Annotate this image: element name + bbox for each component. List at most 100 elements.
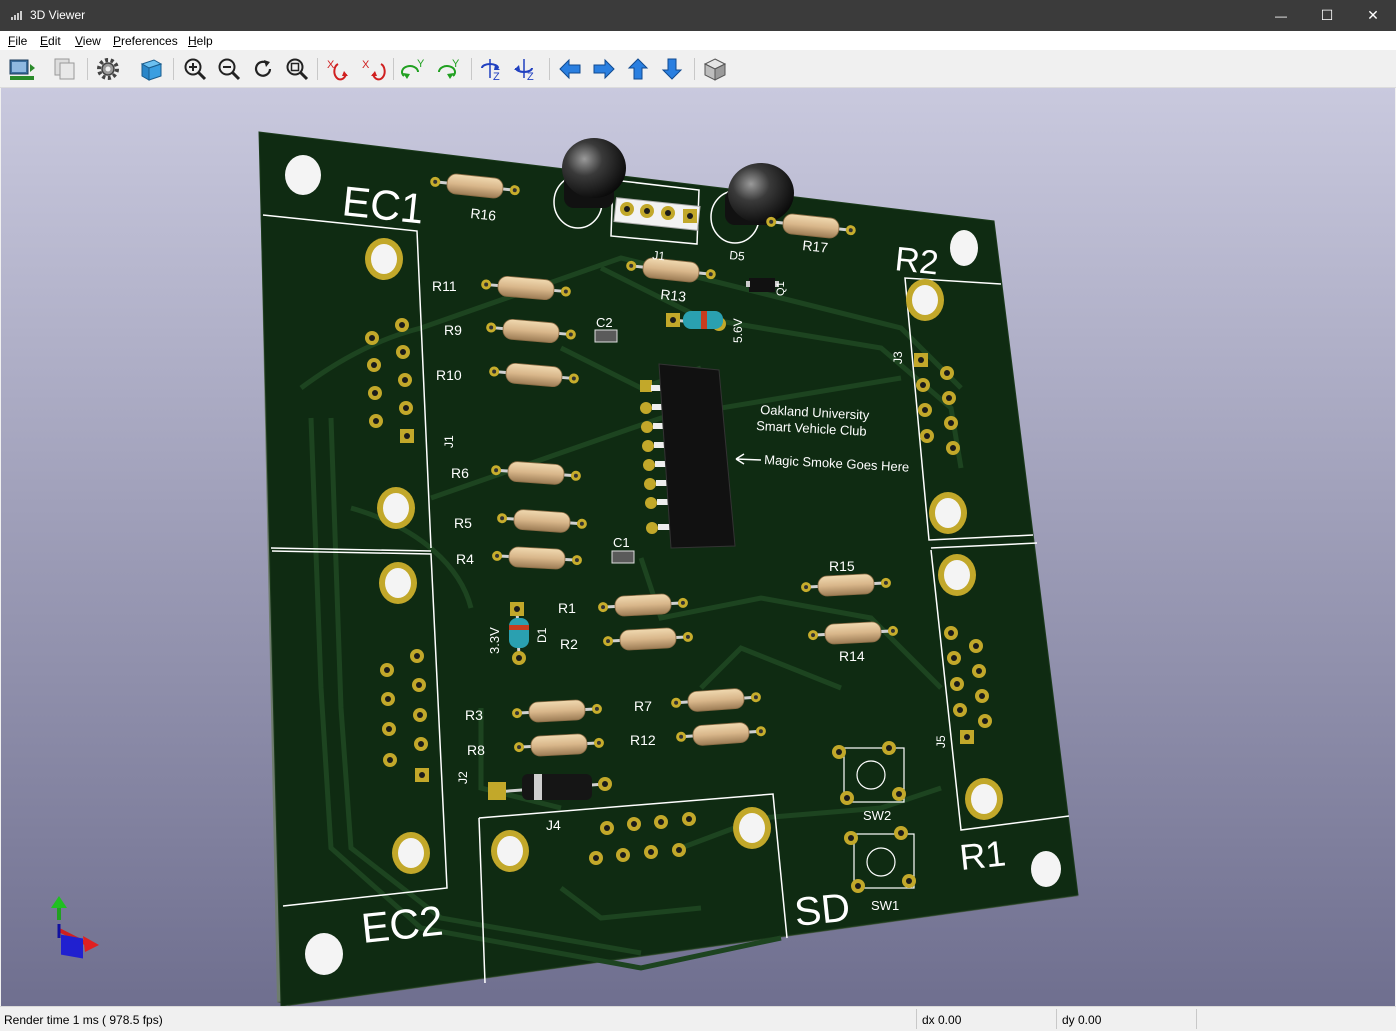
rotate-x-counterclockwise-icon: X bbox=[362, 59, 386, 81]
svg-text:R1: R1 bbox=[558, 600, 576, 616]
svg-text:3.3V: 3.3V bbox=[487, 627, 502, 654]
zoom-fit-icon bbox=[286, 58, 309, 81]
refresh-icon bbox=[254, 60, 272, 77]
move-left-button[interactable] bbox=[555, 54, 585, 84]
3d-viewport[interactable]: EC1 EC2 SD R1 R2 R16 R17 R13 R11 R9 R10 … bbox=[1, 88, 1395, 1006]
ortho-cube-icon bbox=[703, 58, 727, 81]
minimize-button[interactable]: — bbox=[1258, 0, 1304, 31]
svg-text:J3: J3 bbox=[891, 351, 905, 364]
gear-icon bbox=[97, 58, 119, 80]
svg-text:C1: C1 bbox=[613, 535, 630, 550]
power-diode bbox=[488, 774, 612, 800]
svg-text:R17: R17 bbox=[802, 237, 829, 256]
svg-text:R3: R3 bbox=[465, 707, 483, 723]
menu-preferences[interactable]: Preferences bbox=[113, 34, 178, 48]
move-up-button[interactable] bbox=[623, 54, 653, 84]
svg-text:SW2: SW2 bbox=[863, 808, 891, 823]
rotate-z-counterclockwise-icon: Z bbox=[514, 59, 534, 82]
menu-view[interactable]: View bbox=[75, 34, 101, 48]
svg-text:Z: Z bbox=[527, 71, 534, 82]
raytracing-button[interactable] bbox=[136, 54, 166, 84]
zoom-fit-button[interactable] bbox=[282, 54, 312, 84]
led-d5 bbox=[710, 163, 794, 244]
arrow-down-icon bbox=[661, 58, 683, 80]
rotate-x-cw-button[interactable]: X bbox=[323, 54, 353, 84]
status-bar: Render time 1 ms ( 978.5 fps) dx 0.00 dy… bbox=[0, 1006, 1396, 1031]
settings-button[interactable] bbox=[93, 54, 123, 84]
svg-text:R10: R10 bbox=[436, 367, 462, 383]
svg-text:R14: R14 bbox=[839, 648, 865, 664]
pcb-render[interactable]: EC1 EC2 SD R1 R2 R16 R17 R13 R11 R9 R10 … bbox=[1, 88, 1395, 1006]
silkscreen-outlines bbox=[262, 179, 1070, 984]
svg-text:Oakland University: Oakland University bbox=[760, 402, 870, 423]
menu-bar: File Edit View Preferences Help bbox=[0, 31, 1396, 50]
svg-text:R5: R5 bbox=[454, 515, 472, 531]
smoke-arrow bbox=[735, 453, 762, 465]
rotate-x-ccw-button[interactable]: X bbox=[358, 54, 388, 84]
svg-text:R2: R2 bbox=[893, 240, 940, 282]
title-bar[interactable]: 3D Viewer — ☐ ✕ bbox=[0, 0, 1396, 31]
ortho-view-button[interactable] bbox=[700, 54, 730, 84]
svg-text:J1: J1 bbox=[442, 435, 456, 448]
svg-text:R4: R4 bbox=[456, 551, 474, 567]
app-icon bbox=[11, 11, 22, 20]
capacitors bbox=[594, 329, 635, 564]
svg-text:R13: R13 bbox=[660, 286, 687, 305]
axis-gizmo bbox=[51, 896, 99, 959]
svg-text:Smart Vehicle Club: Smart Vehicle Club bbox=[756, 418, 867, 439]
svg-text:Z: Z bbox=[493, 71, 500, 82]
copy-icon bbox=[54, 58, 75, 80]
svg-text:J2: J2 bbox=[456, 771, 470, 784]
svg-text:X: X bbox=[362, 59, 370, 71]
zener-5v6 bbox=[666, 311, 726, 331]
svg-text:R1: R1 bbox=[958, 832, 1008, 878]
rotate-y-clockwise-icon: Y bbox=[401, 58, 425, 79]
svg-text:X: X bbox=[327, 59, 335, 71]
menu-edit[interactable]: Edit bbox=[40, 34, 61, 48]
render-time-status: Render time 1 ms ( 978.5 fps) bbox=[4, 1013, 163, 1027]
svg-text:J1: J1 bbox=[652, 248, 666, 263]
svg-text:R12: R12 bbox=[630, 732, 656, 748]
reload-board-button[interactable] bbox=[7, 54, 37, 84]
arrow-left-icon bbox=[559, 58, 581, 80]
svg-text:C2: C2 bbox=[596, 315, 613, 330]
header-4pin bbox=[613, 197, 701, 231]
rotate-z-ccw-button[interactable]: Z bbox=[511, 54, 541, 84]
zoom-in-button[interactable] bbox=[180, 54, 210, 84]
svg-text:R15: R15 bbox=[829, 558, 855, 574]
menu-file[interactable]: File bbox=[8, 34, 28, 48]
switch-sw1 bbox=[844, 826, 916, 893]
redraw-button[interactable] bbox=[248, 54, 278, 84]
arrow-right-icon bbox=[593, 58, 615, 80]
svg-text:R2: R2 bbox=[560, 636, 578, 652]
svg-text:R7: R7 bbox=[634, 698, 652, 714]
svg-text:R11: R11 bbox=[432, 278, 457, 294]
reload-board-icon bbox=[9, 59, 35, 80]
move-down-button[interactable] bbox=[657, 54, 687, 84]
transistor-q1 bbox=[746, 278, 779, 292]
move-right-button[interactable] bbox=[589, 54, 619, 84]
menu-help[interactable]: Help bbox=[188, 34, 213, 48]
svg-text:EC2: EC2 bbox=[359, 897, 445, 952]
svg-text:EC1: EC1 bbox=[340, 177, 426, 232]
svg-text:R16: R16 bbox=[470, 205, 497, 224]
svg-text:Y: Y bbox=[452, 58, 460, 70]
svg-text:D5: D5 bbox=[729, 248, 746, 264]
dy-status: dy 0.00 bbox=[1062, 1013, 1102, 1027]
rotate-x-clockwise-icon: X bbox=[327, 59, 348, 81]
copper-traces bbox=[299, 255, 964, 971]
rotate-z-cw-button[interactable]: Z bbox=[477, 54, 507, 84]
ic-dip16 bbox=[640, 363, 736, 549]
zoom-in-icon bbox=[184, 58, 207, 81]
rotate-y-cw-button[interactable]: Y bbox=[399, 54, 429, 84]
svg-text:Y: Y bbox=[417, 58, 425, 70]
arrow-up-icon bbox=[627, 58, 649, 80]
led-d-left bbox=[553, 138, 626, 229]
maximize-button[interactable]: ☐ bbox=[1304, 0, 1350, 31]
close-button[interactable]: ✕ bbox=[1350, 0, 1396, 31]
svg-text:Q1: Q1 bbox=[775, 281, 787, 296]
zoom-out-button[interactable] bbox=[214, 54, 244, 84]
rotate-y-ccw-button[interactable]: Y bbox=[434, 54, 464, 84]
copy-image-button[interactable] bbox=[50, 54, 80, 84]
